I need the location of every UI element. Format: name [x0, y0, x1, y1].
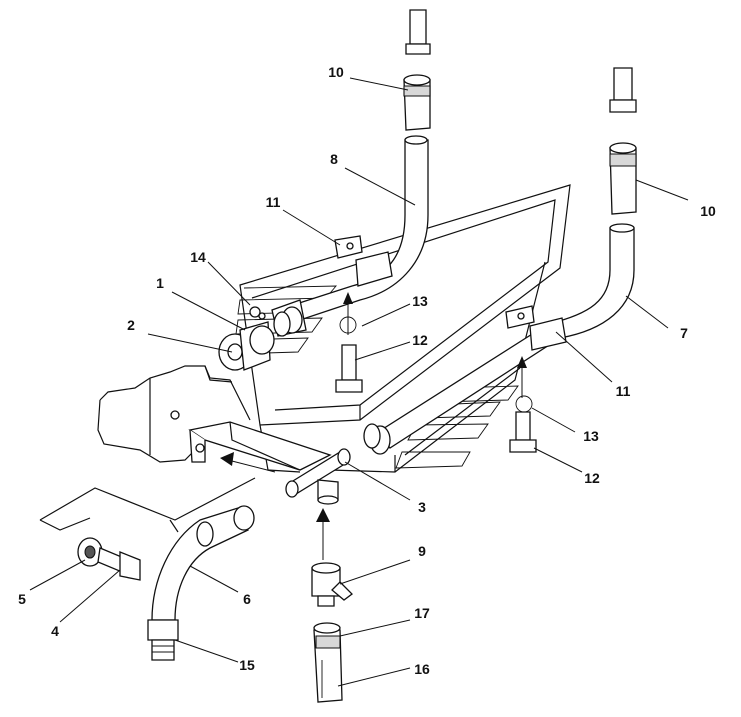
- mounting-bracket: [188, 421, 332, 471]
- callout-7: 7: [680, 325, 688, 341]
- callout-14: 14: [190, 249, 206, 265]
- tee-fitting: [285, 448, 351, 505]
- pipe-stub-right: [609, 67, 637, 113]
- callout-9: 9: [418, 543, 426, 559]
- hose-sleeve-left: [403, 74, 431, 131]
- coolant-pipe-right: [363, 223, 635, 455]
- pipe-clamp-upper: [334, 235, 393, 287]
- drain-hose: [313, 622, 343, 703]
- frame-bottom-left: [39, 477, 256, 533]
- hex-bolt: [97, 547, 141, 581]
- callout-17: 17: [414, 605, 430, 621]
- callout-12b: 12: [584, 470, 600, 486]
- hose-sleeve-right: [609, 142, 637, 215]
- coolant-pipe-upper: [271, 135, 429, 337]
- callout-11a: 11: [266, 194, 281, 210]
- assembly-arrow-tee: [316, 508, 330, 560]
- callout-2: 2: [127, 317, 135, 333]
- union-flange: [218, 306, 275, 371]
- callout-6: 6: [243, 591, 251, 607]
- callout-12a: 12: [412, 332, 428, 348]
- callout-10a: 10: [328, 64, 344, 80]
- bolt-right: [509, 411, 537, 453]
- leader-lines: [29, 77, 689, 687]
- callout-1: 1: [156, 275, 164, 291]
- callout-11b: 11: [616, 383, 631, 399]
- drain-cock: [311, 562, 353, 607]
- engine-block: [97, 365, 251, 463]
- callout-4: 4: [51, 623, 59, 639]
- pipe-clamp-right: [505, 305, 567, 351]
- callout-13a: 13: [412, 293, 428, 309]
- washer: [77, 537, 103, 567]
- pipe-stub-left: [405, 9, 431, 55]
- callout-15: 15: [239, 657, 255, 673]
- assembly-arrow-bracket: [220, 452, 276, 473]
- bolt-upper: [335, 344, 363, 393]
- callout-5: 5: [18, 591, 26, 607]
- assembly-arrow-upper-bolt: [339, 292, 357, 335]
- callout-8: 8: [330, 151, 338, 167]
- callout-3: 3: [418, 499, 426, 515]
- callout-16: 16: [414, 661, 430, 677]
- hose-fitting: [147, 619, 179, 661]
- hose-elbow: [151, 505, 255, 621]
- callout-labels: 1 2 3 4 5 6 7 8 9 10 10 11 11 12 12 13 1…: [18, 64, 716, 677]
- callout-13b: 13: [583, 428, 599, 444]
- callout-10b: 10: [700, 203, 716, 219]
